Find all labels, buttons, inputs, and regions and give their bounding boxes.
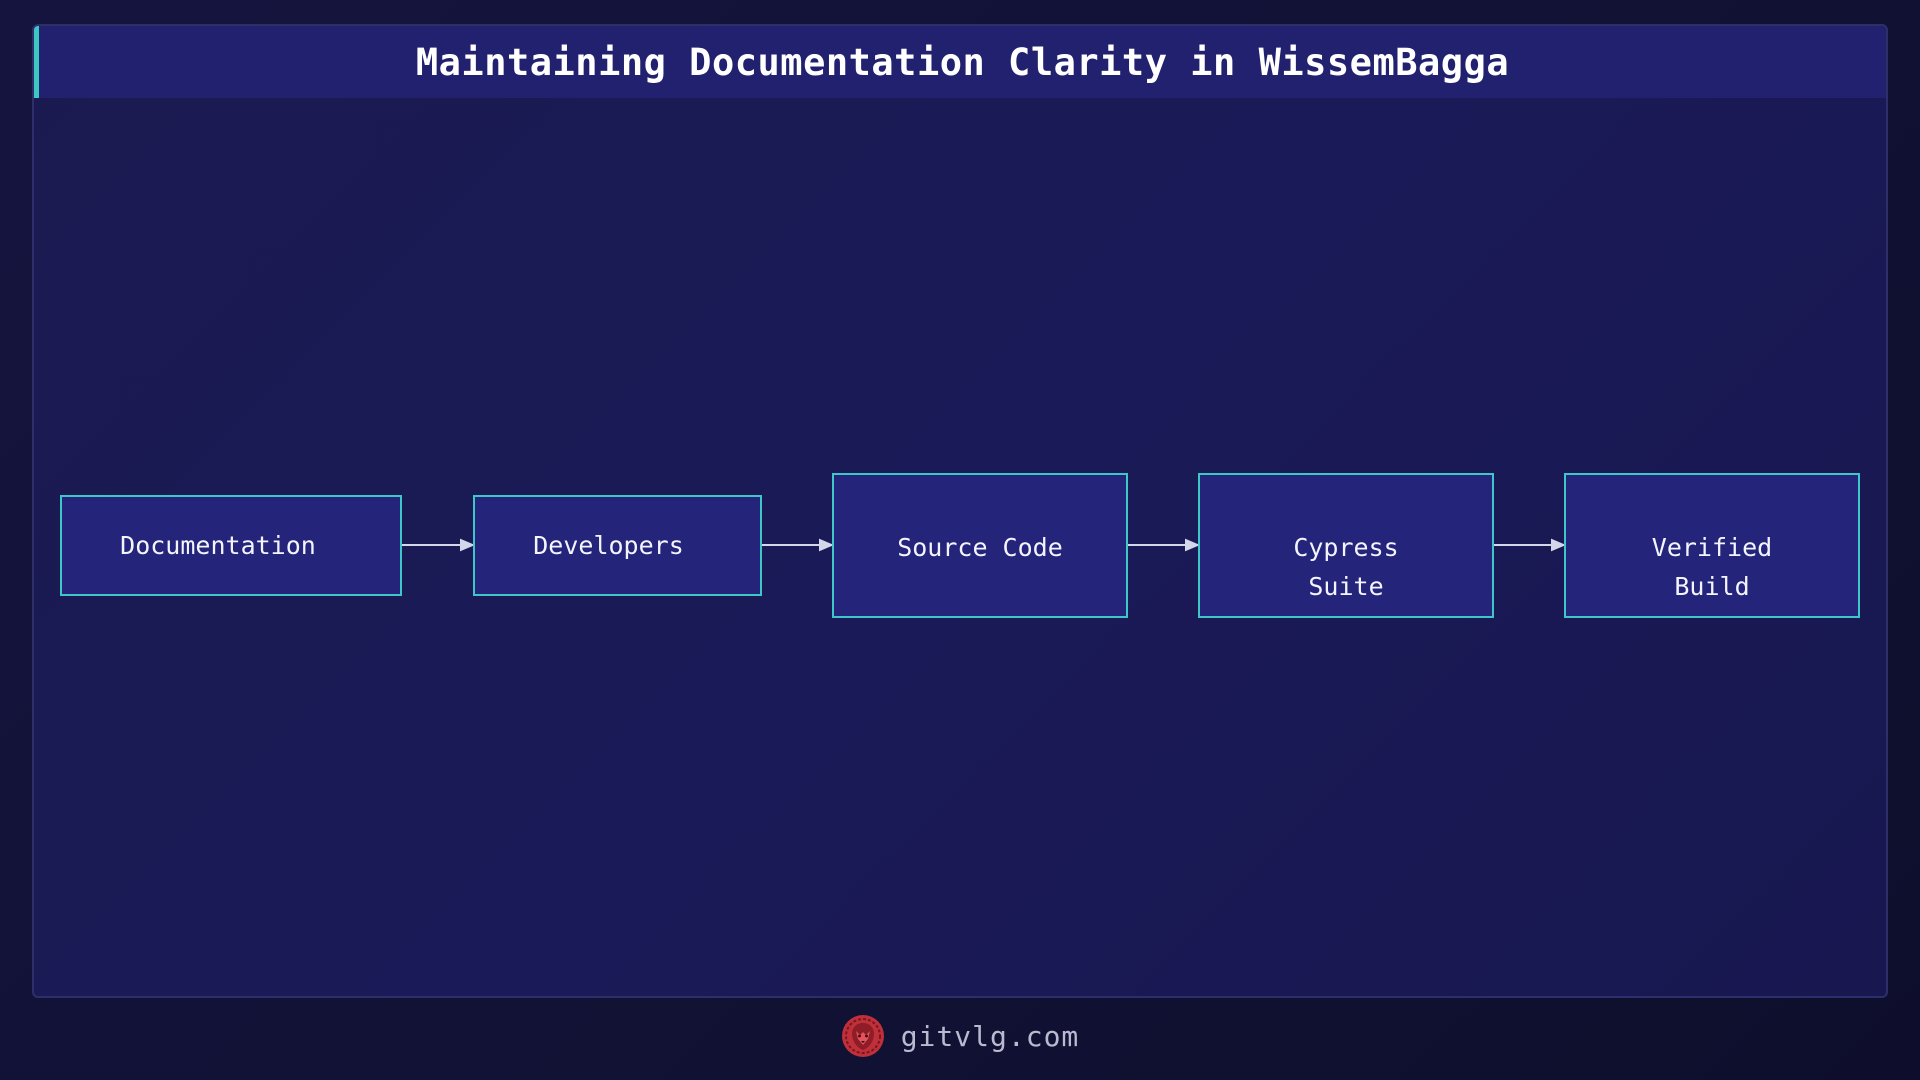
- node-developers-label: Developers: [533, 531, 684, 560]
- node-documentation-label: Documentation: [120, 531, 316, 560]
- node-developers: Developers: [473, 495, 762, 596]
- footer: gitvlg.com: [0, 1010, 1920, 1062]
- title-bar: Maintaining Documentation Clarity in Wis…: [34, 26, 1886, 98]
- node-verified-build: Verified Build: [1564, 473, 1860, 618]
- node-documentation: Documentation: [60, 495, 402, 596]
- node-source-code: Source Code: [832, 473, 1128, 618]
- node-source-code-label: Source Code: [897, 533, 1063, 562]
- node-cypress-suite-label: Cypress Suite: [1293, 533, 1399, 601]
- lion-head-icon: [841, 1014, 885, 1058]
- page-title: Maintaining Documentation Clarity in Wis…: [415, 40, 1510, 84]
- node-cypress-suite: Cypress Suite: [1198, 473, 1494, 618]
- site-url[interactable]: gitvlg.com: [900, 1019, 1080, 1053]
- node-verified-build-label: Verified Build: [1651, 533, 1773, 601]
